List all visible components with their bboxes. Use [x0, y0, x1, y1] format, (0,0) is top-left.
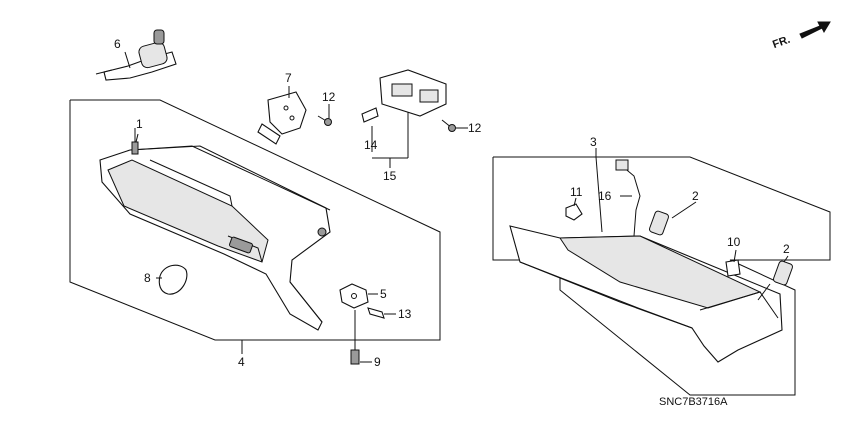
diagram-code: SNC7B3716A — [659, 396, 728, 408]
callout-12b: 12 — [468, 121, 482, 135]
screw-part-12b — [441, 119, 456, 132]
callout-1: 1 — [136, 117, 143, 131]
callout-4: 4 — [238, 355, 245, 369]
lower-tray-part — [509, 225, 783, 363]
callout-8: 8 — [144, 271, 151, 285]
callout-6: 6 — [114, 37, 121, 51]
callout-15: 15 — [383, 169, 397, 183]
callout-9: 9 — [374, 355, 381, 369]
screw-part-12a — [317, 115, 332, 126]
lamp-socket-part-b — [773, 260, 793, 286]
lamp-socket-part-a — [649, 210, 669, 236]
callout-14: 14 — [364, 138, 378, 152]
callout-3: 3 — [590, 135, 597, 149]
latch-mechanism-part — [361, 69, 447, 123]
stopper-bracket-part — [339, 283, 369, 309]
callout-10: 10 — [727, 235, 741, 249]
stopper-part — [158, 264, 188, 295]
callout-16: 16 — [598, 189, 612, 203]
left-assembly-box — [69, 99, 441, 341]
callout-12a: 12 — [322, 90, 336, 104]
spring-part — [367, 307, 385, 319]
clip-part-11 — [565, 203, 583, 221]
clip-part-10 — [725, 259, 741, 277]
leader-lines — [124, 51, 789, 363]
glove-box-part — [99, 145, 331, 331]
front-direction-arrow-icon: FR. — [771, 21, 831, 51]
hinge-bracket-part — [257, 91, 307, 145]
lock-cylinder-part — [95, 29, 177, 81]
connector-part — [615, 159, 629, 171]
callout-11: 11 — [570, 185, 583, 199]
bolt-part-9 — [350, 310, 360, 365]
callout-2b: 2 — [783, 242, 790, 256]
direction-label: FR. — [771, 34, 792, 51]
callout-7: 7 — [285, 71, 292, 85]
harness-part — [621, 165, 641, 237]
callout-5: 5 — [380, 287, 387, 301]
callout-13: 13 — [398, 307, 412, 321]
callout-2a: 2 — [692, 189, 699, 203]
bolt-part-1 — [131, 128, 139, 155]
